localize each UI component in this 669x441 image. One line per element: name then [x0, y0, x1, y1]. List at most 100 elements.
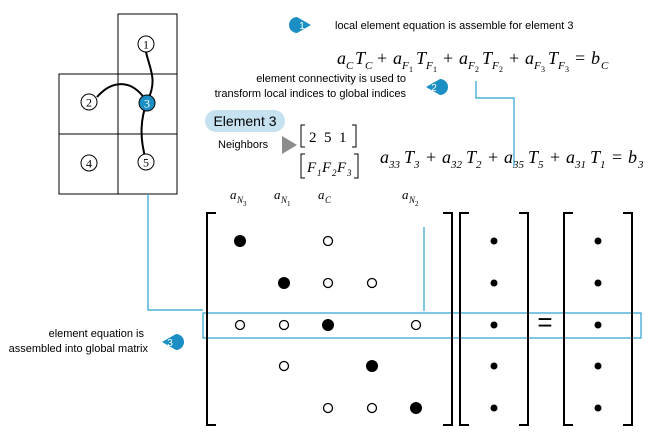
variable-subsubscript: 3: [565, 65, 569, 74]
variable-symbol: T: [482, 48, 494, 68]
variable-subscript: F: [491, 60, 499, 72]
column-label-subscript: N: [236, 195, 244, 205]
mesh-node-label: 2: [86, 96, 92, 110]
step-3: element equation is assembled into globa…: [9, 328, 184, 355]
face-subscript: 3: [346, 168, 352, 178]
vector-entry: [490, 362, 498, 370]
variable-symbol: T: [590, 147, 602, 167]
plus-sign: +: [426, 147, 436, 167]
step-3-number: 3: [167, 338, 173, 349]
matrix-entries: [234, 235, 422, 414]
step-2: element connectivity is used to transfor…: [215, 73, 448, 100]
matrix-entry-filled: [234, 235, 246, 247]
coefficient-subscript: F: [467, 60, 475, 72]
column-label-symbol: a: [402, 187, 409, 202]
face-bracket-left: [300, 153, 305, 179]
matrix-entry-open: [366, 402, 378, 414]
element-title-badge: [205, 110, 285, 132]
matrix-entry-open: [322, 277, 334, 289]
assembled-row-highlight: [202, 312, 642, 339]
face-symbol: F: [336, 160, 347, 176]
rhs-entry: [594, 404, 602, 412]
matrix-entry-open: [278, 319, 290, 331]
mesh-grid: [58, 13, 178, 195]
mesh-node-label: 3: [144, 97, 150, 111]
connection-1-3: [145, 51, 154, 103]
plus-sign: +: [377, 48, 387, 68]
variable-subsubscript: 2: [499, 65, 503, 74]
coefficient-symbol: a: [525, 48, 534, 68]
step-2-badge: [426, 79, 448, 95]
mesh-node-4: 4: [80, 154, 98, 172]
mesh-node-label: 5: [143, 156, 149, 170]
variable-symbol: T: [466, 147, 478, 167]
step-3-line2: assembled into global matrix: [9, 343, 149, 355]
mesh-node-3: 3: [138, 94, 156, 112]
coefficient-symbol: a: [504, 147, 513, 167]
variable-subscript: 1: [600, 159, 606, 171]
mesh-node-5: 5: [137, 153, 155, 171]
step-2-line2: transform local indices to global indice…: [215, 88, 407, 100]
step-2-line1: element connectivity is used to: [256, 73, 406, 85]
plus-sign: +: [488, 147, 498, 167]
variable-subscript: F: [425, 60, 433, 72]
mesh-node-2: 2: [80, 93, 98, 111]
vector-entry: [490, 321, 498, 329]
matrix-entry-open: [322, 235, 334, 247]
rhs-subscript: 3: [637, 159, 644, 171]
coefficient-subscript: F: [401, 60, 409, 72]
step-2-number: 2: [431, 83, 437, 94]
plus-sign: +: [443, 48, 453, 68]
vector-entry: [490, 279, 498, 287]
matrix-entry-filled: [278, 277, 290, 289]
step-1: 1 local element equation is assemble for…: [289, 17, 573, 33]
variable-subscript: C: [365, 60, 373, 72]
vector-bracket-right: [519, 212, 529, 426]
coefficient-symbol: a: [337, 48, 346, 68]
local-to-global-line: [475, 81, 515, 166]
element-title: Element 3: [213, 113, 276, 129]
coefficient-subscript: 31: [574, 159, 586, 171]
coefficient-subsubscript: 2: [475, 65, 479, 74]
coefficient-symbol: a: [442, 147, 451, 167]
equation-equals: =: [612, 147, 622, 167]
unknown-vector: [459, 212, 529, 426]
plus-sign: +: [509, 48, 519, 68]
rhs-entry: [594, 362, 602, 370]
coefficient-symbol: a: [380, 147, 389, 167]
bracket-left: [300, 124, 305, 148]
coefficient-symbol: a: [393, 48, 402, 68]
variable-symbol: T: [355, 48, 367, 68]
vector-entry: [490, 404, 498, 412]
step-1-badge: [289, 17, 311, 33]
matrix-entry-filled: [322, 319, 334, 331]
mesh-to-matrix-line: [147, 194, 203, 311]
neighbor-indices: 2 5 1: [309, 130, 347, 146]
mesh-node-1: 1: [137, 35, 155, 53]
face-subscript: 2: [332, 168, 337, 178]
coefficient-symbol: a: [459, 48, 468, 68]
column-label-subscript: N: [408, 195, 416, 205]
variable-subsubscript: 1: [433, 65, 437, 74]
coefficient-subscript: 35: [512, 159, 525, 171]
plus-sign: +: [550, 147, 560, 167]
variable-subscript: 5: [538, 159, 544, 171]
rhs-subscript: C: [601, 60, 609, 72]
coefficient-subsubscript: 3: [541, 65, 545, 74]
connector-lines: [147, 81, 642, 339]
column-label-symbol: a: [230, 187, 237, 202]
neighbors-label: Neighbors: [218, 139, 269, 151]
matrix-entry-open: [366, 277, 378, 289]
rhs-bracket-left: [563, 212, 573, 426]
